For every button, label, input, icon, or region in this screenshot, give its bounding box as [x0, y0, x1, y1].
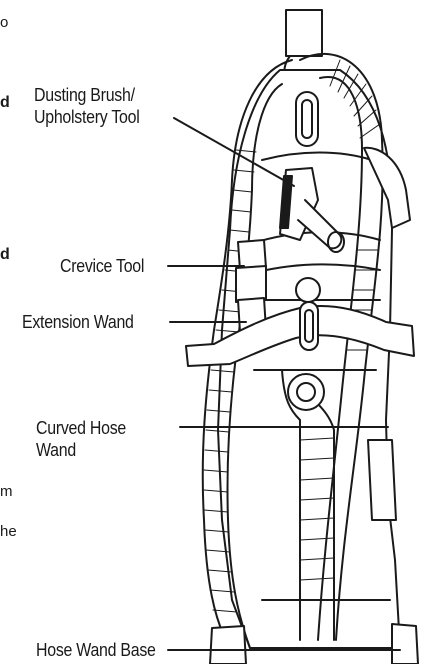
edge-fragment: o — [0, 14, 8, 32]
extension-wand-label: Extension Wand — [22, 311, 134, 333]
curved-hose-label-line1: Curved Hose — [36, 417, 126, 439]
dusting-brush-label-line1: Dusting Brush/ — [34, 84, 135, 106]
curved-hose-label-line2: Wand — [36, 439, 76, 461]
dusting-brush-label-line2: Upholstery Tool — [34, 106, 139, 128]
edge-fragment: m — [0, 483, 13, 501]
edge-fragment: d — [0, 94, 10, 112]
crevice-tool-label: Crevice Tool — [60, 255, 144, 277]
upper-slot — [296, 92, 318, 146]
edge-fragment: d — [0, 246, 10, 264]
crevice-tool — [236, 240, 266, 332]
edge-fragment: he — [0, 523, 17, 541]
hose-wand-base-label: Hose Wand Base — [36, 639, 156, 661]
